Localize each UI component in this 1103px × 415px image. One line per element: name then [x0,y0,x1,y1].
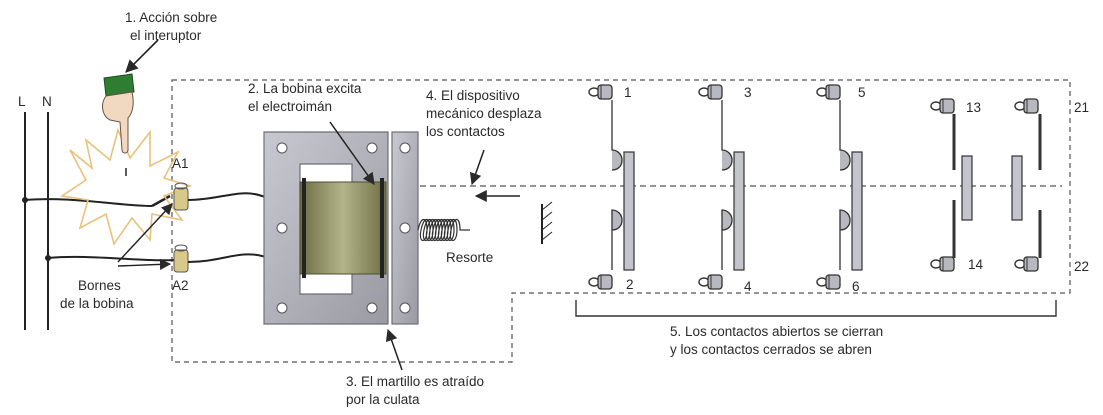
wire-l-to-switch [24,198,153,207]
spring-anchor [541,201,553,244]
contact-label-14: 14 [968,257,984,272]
line-n-label: N [42,94,52,109]
terminal-a2 [173,244,189,273]
terminal-a1-label: A1 [172,156,189,171]
contact-label-6: 6 [852,279,860,294]
contacts-bracket [575,300,1057,317]
terminal-a1 [173,182,189,211]
electromagnet-frame [263,131,389,325]
contact-pair-21-22 [1011,98,1042,272]
contact-label-22: 22 [1074,259,1089,274]
switch-contact [151,194,171,208]
contact-label-1: 1 [624,85,632,100]
wire-n-to-a2 [47,255,177,262]
step5-label-line1: 5. Los contactos abiertos se cierran [670,324,883,339]
contact-pair-3-4 [698,84,745,290]
step2-label-line1: 2. La bobina excita [248,81,362,96]
step5-label-line2: y los contactos cerrados se abren [670,342,872,357]
hand-icon [102,73,135,176]
step3-label-line2: por la culata [346,392,420,407]
step3-label-line1: 3. El martillo es atraído [346,374,484,389]
contact-label-4: 4 [744,279,752,294]
contact-label-13: 13 [966,100,981,115]
step1-label-line2: el interuptor [130,28,202,43]
coil [299,178,387,278]
contact-label-2: 2 [626,277,634,292]
arrow-step2 [329,121,375,185]
contact-pair-1-2 [588,84,635,290]
contact-pair-5-6 [816,84,863,290]
spring [417,218,470,242]
arrow-bornes-a2 [117,258,172,270]
arrow-bornes-a1 [117,203,173,263]
step4-label-line3: los contactos [426,124,505,139]
arrow-step3 [385,328,403,371]
arrow-step4 [469,149,485,186]
step2-label-line2: el electroimán [248,99,332,114]
step4-label-line1: 4. El dispositivo [426,88,520,103]
bornes-label-line1: Bornes [78,278,121,293]
contact-label-21: 21 [1074,100,1089,115]
armature [391,131,419,325]
contact-label-3: 3 [744,85,752,100]
arrow-step1 [125,39,159,73]
bornes-label-line2: de la bobina [60,296,134,311]
line-l-label: L [18,94,26,109]
contact-label-5: 5 [858,85,866,100]
contact-pair-13-14 [930,98,973,272]
enclosure-dashed-outline [171,79,1071,363]
spring-label: Resorte [446,250,493,265]
spark-burst [59,127,193,246]
terminal-a2-label: A2 [172,278,189,293]
step4-label-line2: mecánico desplaza [426,106,542,121]
step1-label-line1: 1. Acción sobre [125,10,217,25]
